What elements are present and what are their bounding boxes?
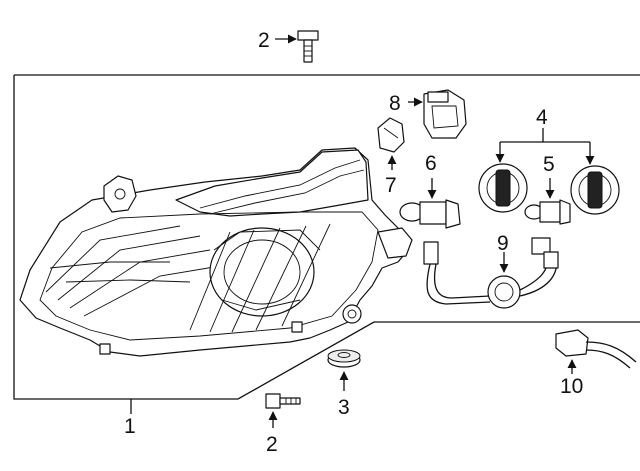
cap-right — [570, 165, 620, 215]
small-bulb — [377, 117, 405, 153]
callout-2-top: 2 — [258, 29, 270, 52]
cap-left — [478, 163, 528, 213]
callout-7: 7 — [385, 174, 397, 197]
bolt-top — [297, 30, 319, 63]
bulb-socket — [423, 89, 467, 139]
assembly-boundary — [13, 74, 640, 400]
park-bulb — [524, 199, 571, 225]
headlamp-assembly — [19, 147, 413, 357]
callout-4: 4 — [536, 106, 548, 129]
wiring-harness — [423, 237, 559, 309]
callout-5: 5 — [543, 153, 555, 176]
callout-10: 10 — [560, 375, 583, 398]
leader-4 — [495, 128, 595, 165]
callout-1: 1 — [124, 415, 136, 438]
grommet — [327, 349, 361, 368]
callout-9: 9 — [497, 232, 509, 255]
headlamp-bulb — [399, 199, 461, 229]
callout-3: 3 — [338, 396, 350, 419]
callout-8: 8 — [389, 92, 401, 115]
callout-2-bottom: 2 — [266, 433, 278, 456]
bolt-bottom — [265, 393, 301, 409]
connector-pigtail — [555, 329, 637, 369]
callout-6: 6 — [425, 152, 437, 175]
